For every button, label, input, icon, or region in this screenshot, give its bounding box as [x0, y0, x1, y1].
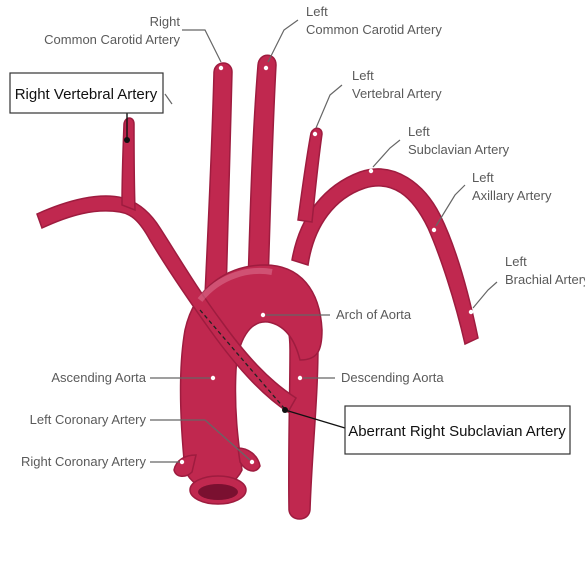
label-ascending-aorta: Ascending Aorta	[51, 370, 146, 385]
leader-left-vertebral	[316, 85, 342, 128]
label-right-coronary: Right Coronary Artery	[21, 454, 146, 469]
marker-dot	[264, 66, 268, 70]
label-arch-of-aorta: Arch of Aorta	[336, 307, 412, 322]
label-left-coronary: Left Coronary Artery	[30, 412, 147, 427]
marker-dot	[211, 376, 215, 380]
label-right-common-carotid-line2: Common Carotid Artery	[44, 32, 180, 47]
label-left-brachial-line2: Brachial Artery	[505, 272, 585, 287]
leader-right-vertebral-tick	[165, 94, 172, 104]
marker-dot	[180, 460, 184, 464]
label-left-vertebral-line2: Vertebral Artery	[352, 86, 442, 101]
label-left-axillary-line2: Axillary Artery	[472, 188, 552, 203]
marker-dot	[250, 460, 254, 464]
label-left-subclavian-line1: Left	[408, 124, 430, 139]
label-left-subclavian-line2: Subclavian Artery	[408, 142, 510, 157]
label-right-common-carotid-line1: Right	[150, 14, 181, 29]
label-aberrant-right-subclavian: Aberrant Right Subclavian Artery	[348, 423, 566, 440]
label-left-axillary-line1: Left	[472, 170, 494, 185]
label-left-vertebral-line1: Left	[352, 68, 374, 83]
marker-dot	[369, 169, 373, 173]
right-common-carotid-artery	[205, 63, 232, 295]
leader-right-common-carotid	[182, 30, 221, 62]
right-vertebral-artery	[122, 118, 135, 210]
label-right-vertebral: Right Vertebral Artery	[15, 86, 158, 103]
aortic-lumen	[198, 484, 238, 500]
left-common-carotid-artery	[248, 55, 276, 285]
boxed-label-aberrant-right-subclavian: Aberrant Right Subclavian Artery	[345, 406, 570, 454]
marker-dot	[469, 310, 473, 314]
marker-dot	[219, 66, 223, 70]
marker-dot	[298, 376, 302, 380]
marker-dot	[432, 228, 436, 232]
label-left-common-carotid-line2: Common Carotid Artery	[306, 22, 442, 37]
leader-left-subclavian	[373, 140, 400, 167]
label-left-common-carotid-line1: Left	[306, 4, 328, 19]
label-left-brachial-line1: Left	[505, 254, 527, 269]
marker-dot	[313, 132, 317, 136]
leader-left-common-carotid	[268, 20, 298, 62]
label-descending-aorta: Descending Aorta	[341, 370, 444, 385]
leader-left-axillary	[436, 185, 465, 226]
boxed-label-right-vertebral: Right Vertebral Artery	[10, 73, 163, 113]
marker-dot	[261, 313, 265, 317]
leader-left-brachial	[473, 282, 497, 308]
